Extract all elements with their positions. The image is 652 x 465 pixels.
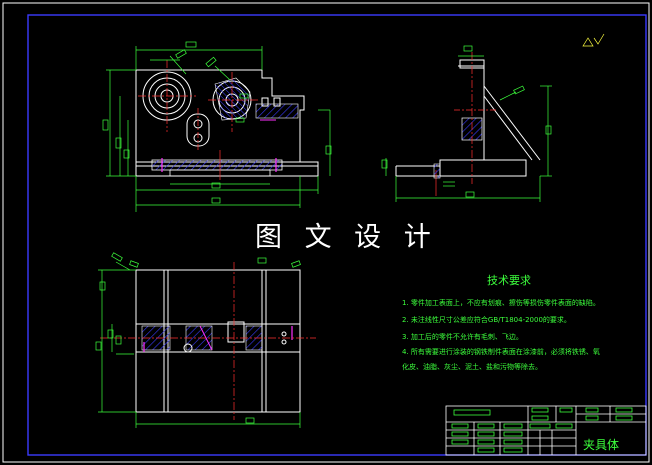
requirement-item: 化皮、油脂、灰尘、泥土、盐和污物等除去。 bbox=[402, 363, 542, 371]
watermark-text: 图 文 设 计 bbox=[255, 222, 438, 253]
title-block bbox=[445, 405, 647, 456]
side-view bbox=[381, 33, 605, 202]
technical-requirements-title: 技术要求 bbox=[487, 274, 531, 287]
plan-view bbox=[95, 252, 316, 428]
requirement-item: 3. 加工后的零件不允许有毛刺、飞边。 bbox=[402, 333, 523, 341]
requirement-item: 4. 所有需要进行涂装的钢铁制件表面在涂漆前，必须将铁锈、氧 bbox=[402, 348, 600, 356]
requirement-item: 2. 未注线性尺寸公差应符合GB/T1804-2000的要求。 bbox=[402, 316, 571, 324]
part-name: 夹具体 bbox=[583, 438, 620, 452]
requirement-item: 1. 零件加工表面上，不应有划痕、擦伤等损伤零件表面的缺陷。 bbox=[402, 299, 600, 307]
front-view bbox=[102, 41, 332, 212]
